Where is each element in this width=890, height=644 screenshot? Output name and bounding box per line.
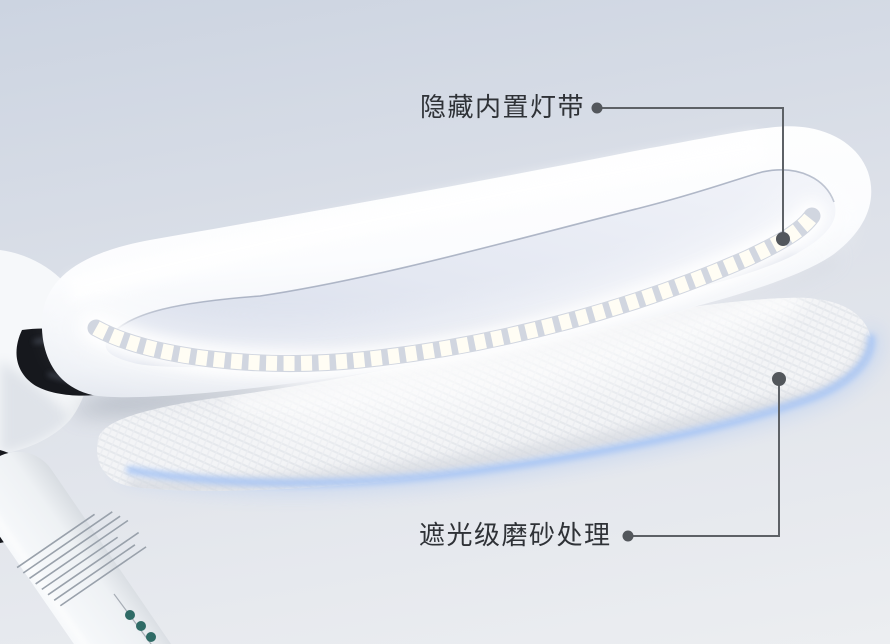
- led-strip: [65, 185, 843, 395]
- callout-dots: [591, 102, 790, 542]
- pole-spec-label: [16, 511, 147, 607]
- diffuser-callout-end-dot: [772, 372, 786, 386]
- callout-lines: [600, 107, 784, 537]
- lamp-pole: [0, 451, 172, 644]
- arm-upper-segment-shade: [0, 360, 70, 454]
- head-recess-crease: [109, 169, 835, 337]
- led-diodes: [92, 211, 819, 371]
- head-top-highlight: [66, 133, 763, 303]
- pole-certification-dots-icon: [125, 610, 156, 642]
- diffuser-callout-start-dot: [622, 530, 634, 542]
- callout-led-strip-label: 隐藏内置灯带: [420, 92, 586, 122]
- callout-diffuser-label: 遮光级磨砂处理: [419, 520, 612, 550]
- led-callout-line: [600, 107, 784, 233]
- led-callout-start-dot: [591, 102, 603, 114]
- lamp-pole-edge-highlight: [0, 517, 88, 644]
- diffuser-blue-glow-edge: [126, 334, 875, 487]
- diffuser-callout-line: [632, 384, 780, 537]
- head-inner-recess: [105, 169, 836, 368]
- led-callout-end-dot: [776, 232, 790, 246]
